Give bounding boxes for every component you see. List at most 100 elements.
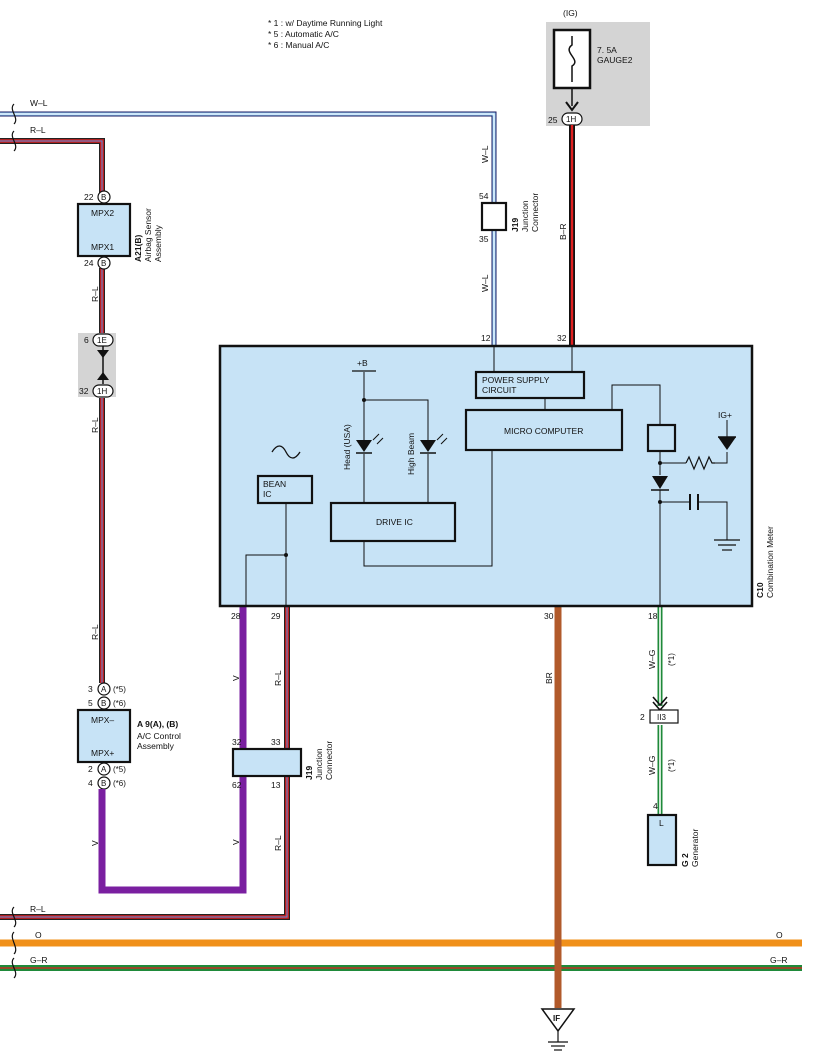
fuse-element-icon (568, 36, 576, 82)
meter-high-beam-label: High Beam (406, 433, 416, 475)
wire-v-label-lower: V (231, 839, 241, 845)
ac-code: A 9(A), (B) (137, 719, 178, 729)
airbag-name2: Assembly (153, 224, 163, 262)
ii3-pin: 2 (640, 712, 645, 722)
wire-br-label: BR (544, 672, 554, 684)
generator-g2: 4 L G 2 Generator (646, 801, 700, 867)
wire-o-label-left: O (35, 930, 42, 940)
ac-conn-b-top: B (101, 699, 106, 708)
wire-w-g-arrow-icon (652, 696, 668, 707)
ac-name1: A/C Control (137, 731, 181, 741)
j19-top-box (480, 201, 508, 232)
wire-r-l-left: R–L R–L R–L R–L (0, 125, 105, 683)
diode-signal-icon (651, 476, 669, 491)
wire-r-l-label-4: R–L (90, 624, 100, 640)
note-6: * 6 : Manual A/C (268, 40, 329, 50)
junction-pin-bottom: 32 (79, 386, 89, 396)
generator-terminal: L (659, 818, 664, 828)
notes-block: * 1 : w/ Daytime Running Light * 5 : Aut… (268, 18, 383, 50)
wire-v-label-upper: V (231, 675, 241, 681)
generator-pin: 4 (653, 801, 658, 811)
fuse-gauge2: (IG) 7. 5A GAUGE2 25 1H (546, 8, 650, 126)
ac-pin-2: 2 (88, 764, 93, 774)
wire-r-l-bottom-break-icon (11, 906, 17, 928)
j19-bottom-name1: Junction (314, 748, 324, 780)
ac-conn-a-bottom: A (101, 765, 107, 774)
wire-w-l-label-lower: W–L (480, 274, 490, 292)
ac-note-5-bottom: (*5) (113, 765, 126, 774)
airbag-label-top: MPX2 (91, 208, 114, 218)
diode-ig-icon (718, 430, 736, 450)
airbag-conn-bottom (97, 256, 111, 270)
wire-w-l: W–L W–L W–L (0, 98, 497, 346)
ac-conn-a-top: A (101, 685, 107, 694)
wire-v-label-ac: V (90, 840, 100, 846)
ac-label-top: MPX– (91, 715, 114, 725)
junction-conn-bottom (92, 384, 114, 398)
wire-r-l-label-bottom: R–L (30, 904, 46, 914)
led-high-beam-icon (420, 433, 448, 454)
wire-w-l-label-upper: W–L (480, 145, 490, 163)
wire-w-g-label-lower: W–G (647, 756, 657, 775)
ac-note-5-top: (*5) (113, 685, 126, 694)
fuse-rating: 7. 5A (597, 45, 617, 55)
note-5: * 5 : Automatic A/C (268, 29, 339, 39)
ac-box (76, 708, 132, 764)
junction-conn-bottom-label: 1H (97, 387, 107, 396)
j19-top-code: J19 (510, 218, 520, 232)
j19-bottom-code: J19 (304, 766, 314, 780)
bean-ic-label1: BEAN (263, 479, 286, 489)
junction-conn-top-label: 1E (97, 336, 107, 345)
j19-bottom-pin-tr: 33 (271, 737, 281, 747)
wire-w-g-label-upper: W–G (647, 650, 657, 669)
capacitor-icon (689, 494, 699, 510)
meter-ig-plus: IG+ (718, 410, 732, 420)
j19-bottom-pin-bl: 62 (232, 780, 242, 790)
ac-pin-4: 4 (88, 778, 93, 788)
airbag-sensor-assembly: 22 B MPX2 MPX1 24 B A21(B) Airbag Sensor… (76, 190, 163, 270)
fuse-name: GAUGE2 (597, 55, 633, 65)
drive-ic-label: DRIVE IC (376, 517, 413, 527)
wire-b-r-label: B–R (558, 223, 568, 240)
j19-bottom-connector: 32 33 62 13 J19 Junction Connector (231, 737, 334, 790)
wire-o: O O (0, 930, 802, 955)
wire-g-r: G–R G–R (0, 955, 802, 979)
meter-pin-29: 29 (271, 611, 281, 621)
ground-label: IF (553, 1014, 560, 1023)
wire-b-r: B–R (558, 125, 575, 346)
ground-if: IF (540, 1008, 576, 1051)
wire-w-l-label: W–L (30, 98, 48, 108)
j19-top-name2: Connector (530, 193, 540, 232)
ac-control-assembly: 3 A (*5) 5 B (*6) MPX– MPX+ 2 A (*5) 4 B… (76, 682, 181, 790)
meter-name: Combination Meter (765, 526, 775, 598)
j19-top-connector: 54 35 J19 Junction Connector (479, 191, 540, 244)
wire-r-l-label-2: R–L (90, 286, 100, 302)
fuse-arrow-icon (565, 101, 579, 112)
ac-source-icon (271, 445, 301, 459)
wire-g-r-break-icon (11, 957, 17, 979)
airbag-code: A21(B) (133, 234, 143, 262)
power-supply-label1: POWER SUPPLY (482, 375, 550, 385)
wire-v: V V V (90, 606, 247, 894)
j19-bottom-pin-tl: 32 (232, 737, 242, 747)
meter-pin-32: 32 (557, 333, 567, 343)
drive-ic-box (329, 501, 457, 543)
power-supply-label2: CIRCUIT (482, 385, 516, 395)
airbag-conn-bottom-letter: B (101, 259, 106, 268)
airbag-name1: Airbag Sensor (143, 208, 153, 262)
generator-box (646, 813, 678, 867)
ac-conn-b-bottom: B (101, 779, 106, 788)
bean-ic-box (256, 474, 314, 505)
micro-computer-box (464, 408, 624, 452)
ac-pin-3: 3 (88, 684, 93, 694)
junction-pin-top: 6 (84, 335, 89, 345)
ac-pin-5: 5 (88, 698, 93, 708)
junction-arrow-down-icon (97, 350, 109, 358)
wire-w-l-break-icon (11, 103, 17, 125)
fuse-pin: 25 (548, 115, 558, 125)
ground-triangle-icon (540, 1008, 576, 1033)
ac-note-6-bottom: (*6) (113, 779, 126, 788)
generator-code: G 2 (680, 853, 690, 867)
wire-r-l-label-meter: R–L (273, 670, 283, 686)
